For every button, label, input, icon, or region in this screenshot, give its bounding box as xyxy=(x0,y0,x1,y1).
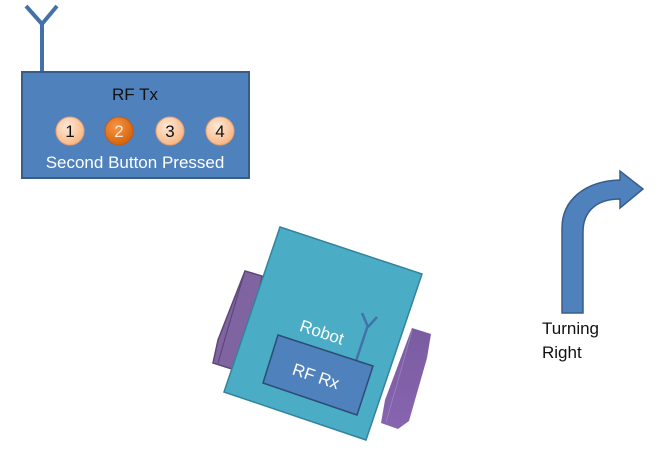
direction-label-line1: Turning xyxy=(542,319,600,338)
rf-transmitter: RF Tx 1 2 3 4 Second Button Pressed xyxy=(21,4,250,179)
svg-text:1: 1 xyxy=(65,122,74,141)
button-3[interactable]: 3 xyxy=(155,116,185,146)
transmitter-status: Second Button Pressed xyxy=(46,153,225,172)
svg-text:4: 4 xyxy=(215,122,224,141)
antenna-icon xyxy=(24,4,59,72)
right-wheel xyxy=(381,328,431,429)
button-4[interactable]: 4 xyxy=(205,116,235,146)
receiver-box xyxy=(262,334,374,416)
direction-label-line2: Right xyxy=(542,343,582,362)
robot: RF Rx Robot xyxy=(212,226,431,441)
transmitter-label: RF Tx xyxy=(112,85,158,104)
svg-text:2: 2 xyxy=(114,122,123,141)
svg-text:3: 3 xyxy=(165,122,174,141)
button-2-pressed[interactable]: 2 xyxy=(104,116,134,146)
curved-right-arrow-icon xyxy=(561,169,645,314)
receiver-antenna-icon xyxy=(354,312,378,362)
button-1[interactable]: 1 xyxy=(55,116,85,146)
